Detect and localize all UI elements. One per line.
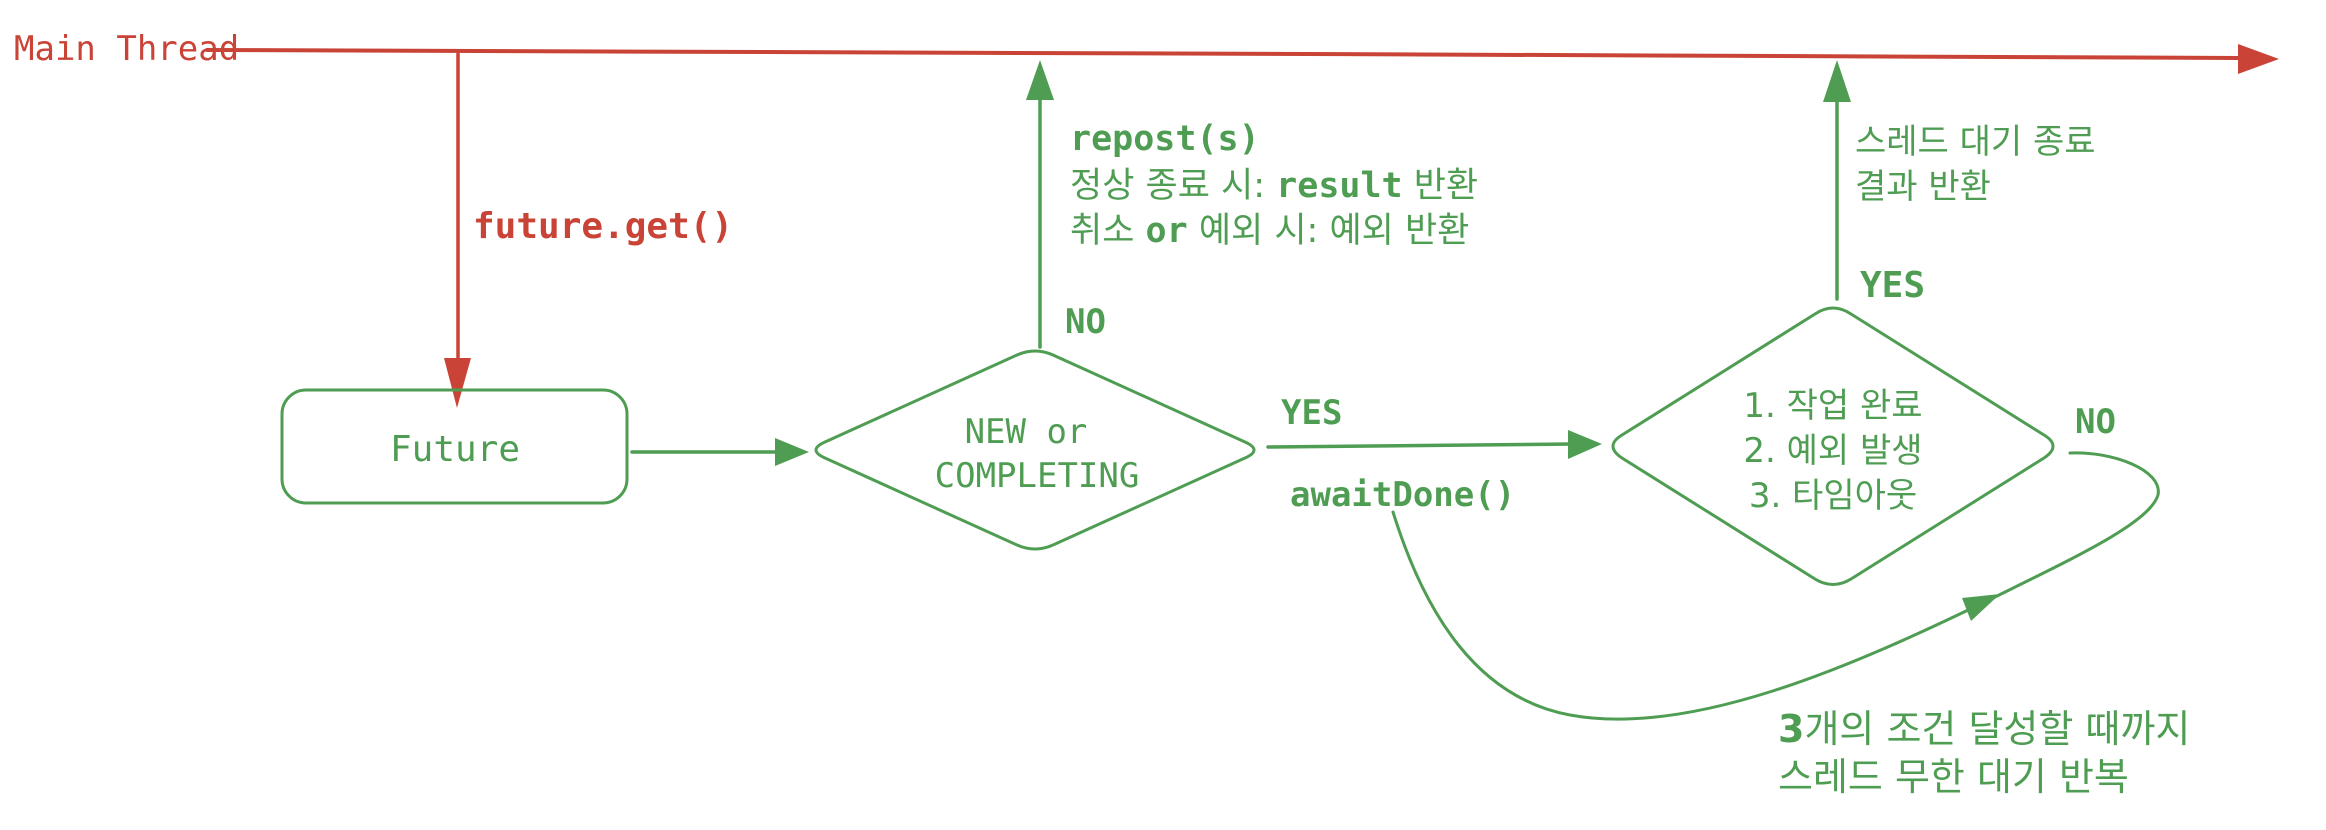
wait-decision-diamond xyxy=(1611,306,2055,586)
main-thread-label: Main Thread xyxy=(14,29,239,69)
future-to-decision-arrowhead-icon xyxy=(775,438,809,466)
yes-branch-arrowhead-icon xyxy=(1568,430,1602,459)
wait-decision-item2: 2. 예외 발생 xyxy=(1743,431,1922,471)
future-box xyxy=(280,388,629,505)
loop-note-line1-rest: 개의 조건 달성할 때까지 xyxy=(1804,707,2190,751)
yes-branch-label: YES xyxy=(1281,393,1342,433)
wait-loop-arrowhead-icon xyxy=(1962,594,2000,621)
future-get-arrowhead-icon xyxy=(444,358,471,408)
return-note-line2: 결과 반환 xyxy=(1855,167,1991,207)
wait-decision-item1: 1. 작업 완료 xyxy=(1743,386,1922,426)
no-branch-arrowhead-icon xyxy=(1026,60,1054,100)
repost-cancel-code: or xyxy=(1146,211,1188,251)
wait-yes-arrowhead-icon xyxy=(1823,60,1851,102)
repost-normal-code: result xyxy=(1276,166,1402,206)
wait-decision-item3: 3. 타임아웃 xyxy=(1749,476,1917,516)
loop-note-line2: 스레드 무한 대기 반복 xyxy=(1778,755,2129,799)
main-thread-timeline-line xyxy=(205,48,2242,60)
repost-cancel-prefix: 취소 xyxy=(1070,211,1146,251)
state-decision-diamond xyxy=(814,349,1256,551)
repost-normal-prefix: 정상 종료 시: xyxy=(1070,166,1276,206)
wait-loop-curve xyxy=(1391,451,2160,721)
await-done-label: awaitDone() xyxy=(1290,475,1515,515)
yes-branch-line xyxy=(1266,442,1574,449)
repost-note-title: repost(s) xyxy=(1070,119,1260,159)
future-box-label: Future xyxy=(390,429,520,470)
repost-note-cancel-line: 취소 or 예외 시: 예외 반환 xyxy=(1070,211,1469,251)
timeline-arrowhead-icon xyxy=(2238,44,2279,74)
wait-no-label: NO xyxy=(2075,402,2116,442)
repost-note-normal-line: 정상 종료 시: result 반환 xyxy=(1070,166,1478,206)
repost-normal-suffix: 반환 xyxy=(1403,166,1479,206)
repost-cancel-suffix: 예외 시: 예외 반환 xyxy=(1188,211,1470,251)
loop-note-line1: 3개의 조건 달성할 때까지 xyxy=(1778,707,2190,751)
return-note-line1: 스레드 대기 종료 xyxy=(1855,122,2096,162)
state-decision-line1: NEW or xyxy=(965,412,1088,452)
wait-yes-label: YES xyxy=(1860,265,1925,306)
no-branch-label: NO xyxy=(1065,302,1106,342)
future-get-label: future.get() xyxy=(473,206,733,247)
loop-note-line1-bold: 3 xyxy=(1778,707,1804,751)
state-decision-line2: COMPLETING xyxy=(935,456,1140,496)
